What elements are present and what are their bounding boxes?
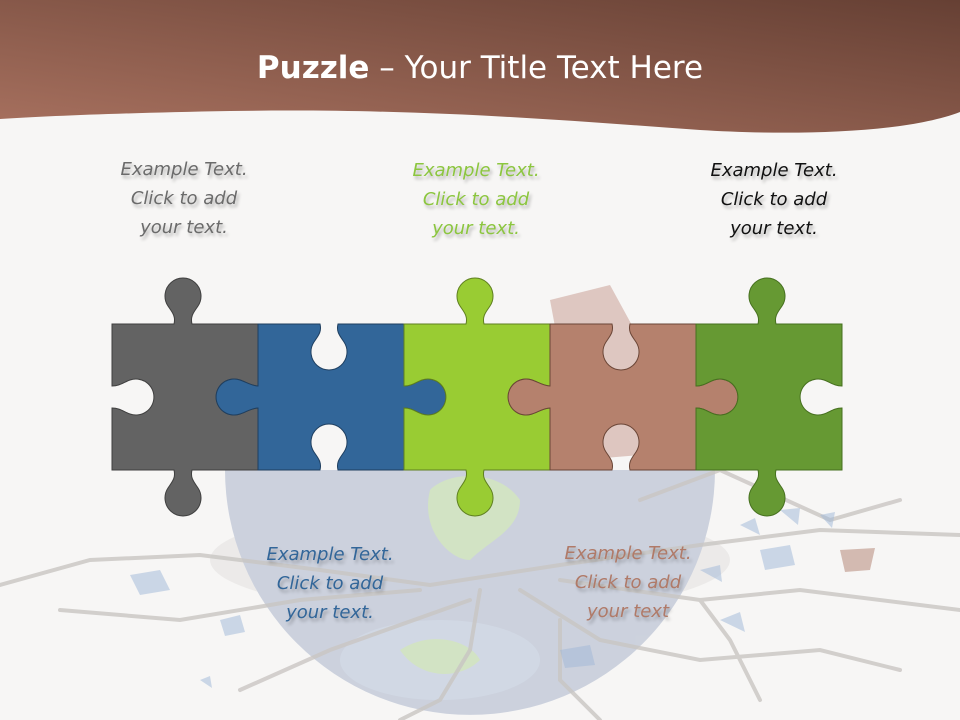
caption-line: your text. — [730, 218, 818, 239]
title-bold-part: Puzzle — [256, 50, 370, 86]
caption-line: your text. — [140, 217, 228, 238]
caption-line: your text — [586, 601, 670, 622]
caption-line: your text. — [286, 602, 374, 623]
caption-line: Click to add — [276, 573, 384, 594]
header-band — [0, 0, 960, 133]
caption-line: your text. — [432, 218, 520, 239]
slide-title[interactable]: Puzzle – Your Title Text Here — [0, 50, 960, 86]
caption-line: Click to add — [130, 188, 238, 209]
caption-piece-3[interactable]: Example Text. Click to add your text. — [376, 156, 576, 243]
caption-piece-2[interactable]: Example Text. Click to add your text. — [230, 540, 430, 627]
caption-line: Example Text. — [710, 160, 838, 181]
caption-line: Example Text. — [266, 544, 394, 565]
caption-line: Click to add — [422, 189, 530, 210]
title-rest-part: – Your Title Text Here — [369, 50, 704, 86]
caption-piece-1[interactable]: Example Text. Click to add your text. — [84, 155, 284, 242]
caption-piece-5[interactable]: Example Text. Click to add your text. — [674, 156, 874, 243]
puzzle-piece-5[interactable] — [695, 277, 843, 517]
caption-piece-4[interactable]: Example Text. Click to add your text — [528, 539, 728, 626]
caption-line: Example Text. — [120, 159, 248, 180]
caption-line: Example Text. — [412, 160, 540, 181]
caption-line: Click to add — [574, 572, 682, 593]
caption-line: Click to add — [720, 189, 828, 210]
caption-line: Example Text. — [564, 543, 692, 564]
